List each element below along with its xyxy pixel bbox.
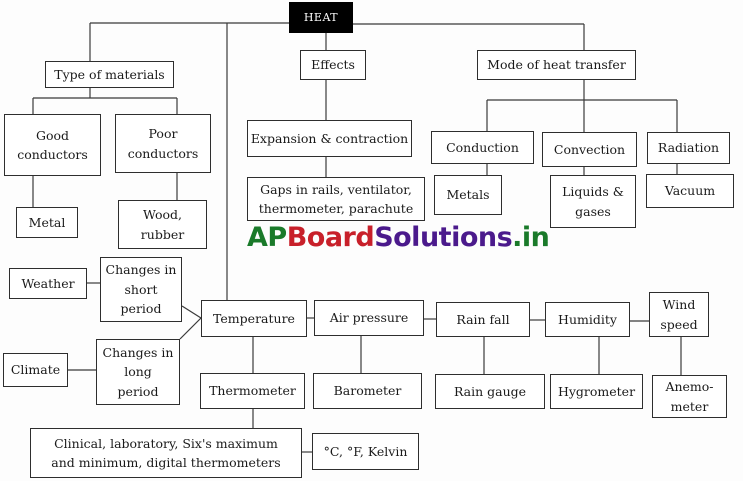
node-changes-short-period: Changes in short period — [100, 257, 182, 322]
watermark-solutions: Solutions — [374, 222, 513, 253]
node-changes-long-period: Changes in long period — [96, 339, 180, 405]
node-wood-rubber: Wood, rubber — [118, 200, 207, 249]
node-humidity: Humidity — [545, 302, 630, 337]
node-heat: HEAT — [289, 2, 353, 33]
node-expansion-contraction: Expansion & contraction — [247, 120, 412, 157]
node-poor-conductors: Poor conductors — [115, 114, 211, 173]
node-rain-fall: Rain fall — [436, 302, 530, 337]
node-radiation: Radiation — [647, 132, 730, 164]
node-rain-gauge: Rain gauge — [435, 374, 545, 409]
node-air-pressure: Air pressure — [314, 300, 424, 336]
node-temperature-units: °C, °F, Kelvin — [312, 433, 419, 470]
node-good-conductors: Good conductors — [4, 114, 101, 176]
watermark-ap: AP — [247, 222, 287, 253]
connector-long-temperature — [179, 317, 202, 340]
node-conduction: Conduction — [431, 131, 534, 164]
node-vacuum: Vacuum — [646, 174, 734, 208]
node-anemometer: Anemo- meter — [652, 375, 727, 418]
node-weather: Weather — [9, 268, 87, 299]
node-type-of-materials: Type of materials — [45, 61, 174, 88]
node-metal: Metal — [16, 207, 78, 238]
node-liquids-gases: Liquids & gases — [550, 175, 636, 228]
node-thermometer: Thermometer — [200, 373, 305, 409]
node-temperature: Temperature — [201, 300, 307, 337]
node-effects: Effects — [300, 50, 366, 80]
connector-short-temperature — [181, 305, 202, 319]
watermark: APBoardSolutions.in — [247, 222, 550, 253]
node-convection: Convection — [542, 132, 637, 167]
node-mode-of-heat-transfer: Mode of heat transfer — [477, 50, 636, 80]
node-metals: Metals — [434, 175, 502, 215]
node-climate: Climate — [3, 353, 68, 387]
watermark-domain: .in — [512, 222, 550, 253]
watermark-board: Board — [286, 222, 375, 253]
node-wind-speed: Wind speed — [649, 292, 709, 337]
node-barometer: Barometer — [313, 373, 422, 409]
node-hygrometer: Hygrometer — [550, 374, 643, 409]
node-gaps-examples: Gaps in rails, ventilator, thermometer, … — [247, 177, 425, 221]
node-thermometer-types: Clinical, laboratory, Six's maximum and … — [30, 428, 302, 478]
